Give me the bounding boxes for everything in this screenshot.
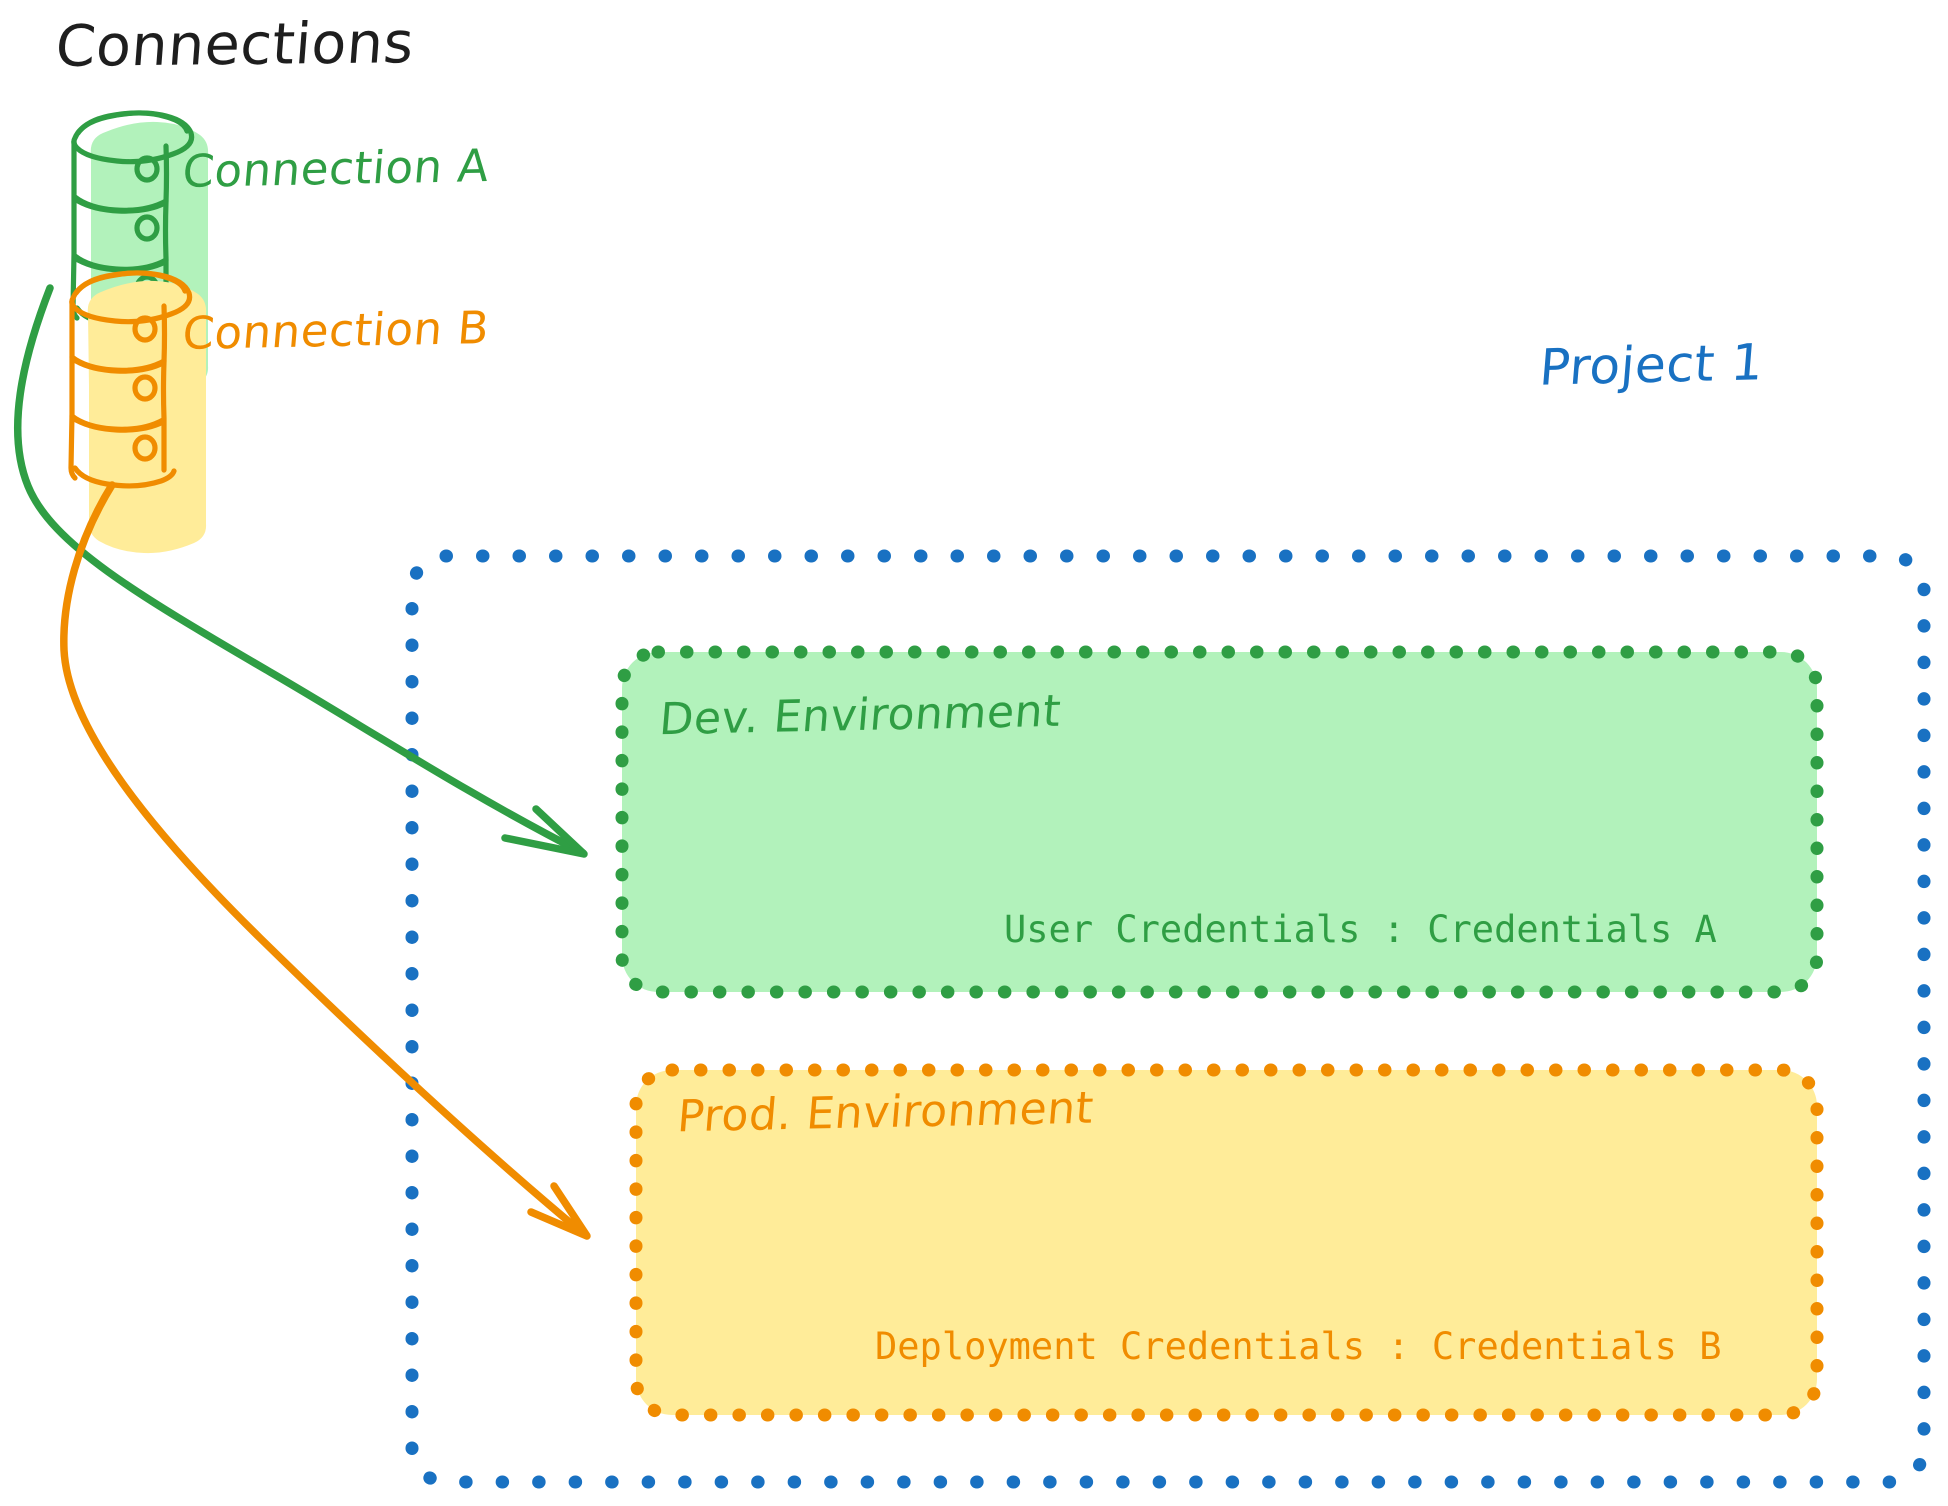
- connection-b-label: Connection B: [180, 301, 492, 360]
- project-1-title: Project 1: [1537, 333, 1766, 397]
- connection-a-label: Connection A: [180, 139, 492, 198]
- arrow-line: [13, 284, 587, 857]
- arrow-head: [501, 805, 588, 858]
- dev-environment-box[interactable]: [615, 645, 1824, 999]
- dev-environment-credentials: User Credentials : Credentials A: [1004, 908, 1717, 951]
- prod-environment-title: Prod. Environment: [675, 1082, 1096, 1143]
- database-icon-connection-b[interactable]: [68, 270, 207, 554]
- dev-environment-fill: [622, 652, 1817, 992]
- page-title: Connections: [53, 10, 417, 80]
- prod-environment-fill: [636, 1070, 1817, 1415]
- database-icon-outline: [68, 270, 193, 489]
- prod-environment-box[interactable]: [629, 1063, 1824, 1422]
- arrow-connection-b-to-prod: [60, 481, 591, 1240]
- arrow-head: [527, 1182, 591, 1240]
- arrow-line: [60, 481, 589, 1239]
- prod-environment-credentials: Deployment Credentials : Credentials B: [875, 1325, 1722, 1368]
- prod-environment-border: [629, 1063, 1824, 1422]
- dev-environment-title: Dev. Environment: [657, 685, 1064, 746]
- arrow-connection-a-to-dev: [13, 284, 588, 858]
- dev-environment-border: [615, 645, 1824, 999]
